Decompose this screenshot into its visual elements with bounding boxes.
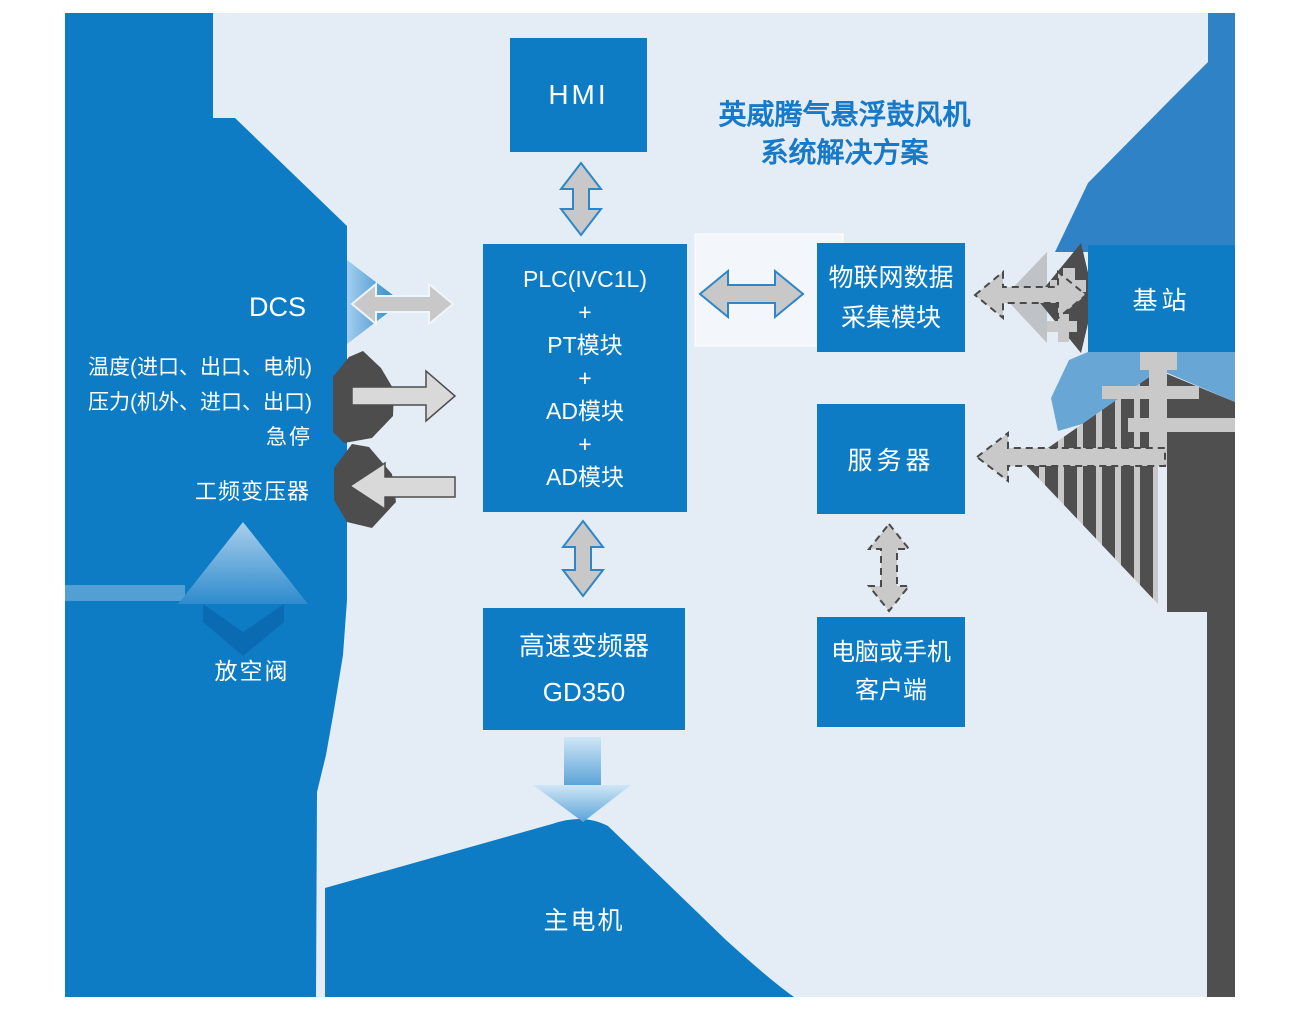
pressure-label: 压力(机外、进口、出口) <box>88 391 312 414</box>
dcs-plc-arrow-icon <box>350 281 455 327</box>
vent-flow-chevron-icon <box>203 604 284 656</box>
dcs-label: DCS <box>248 292 306 322</box>
plc-box: PLC(IVC1L) + PT模块 + AD模块 + AD模块 <box>483 244 687 512</box>
inverter-motor-arrow-icon <box>533 785 631 822</box>
tower-solid-silhouette <box>1160 371 1235 997</box>
base-station-upper-shape <box>1055 13 1235 252</box>
diagram-title: 英威腾气悬浮鼓风机 系统解决方案 <box>718 99 971 168</box>
tower-server-arrow-icon <box>975 430 1166 484</box>
transformer-label: 工频变压器 <box>194 479 310 504</box>
left-equipment-silhouette <box>65 13 347 997</box>
plc-iot-arrow-icon <box>698 268 805 320</box>
iot-base-station-arrow-icon <box>973 269 1088 321</box>
plc-inverter-arrow-icon <box>560 519 606 598</box>
hmi-box: HMI <box>510 38 647 152</box>
server-box: 服务器 <box>817 404 965 514</box>
hmi-plc-arrow-icon <box>558 161 604 237</box>
sensor-plc-arrow-icon <box>351 369 457 423</box>
tower-top-box <box>1140 350 1177 370</box>
main-motor-silhouette <box>325 818 794 997</box>
plc-transformer-arrow-icon <box>348 461 456 511</box>
main-motor-label: 主电机 <box>543 907 625 935</box>
tower-crossarm <box>1102 386 1199 399</box>
server-client-arrow-icon <box>866 522 912 613</box>
tower-pole <box>1149 356 1167 466</box>
emergency-stop-label: 急停 <box>266 426 312 449</box>
vent-flow-triangle <box>178 522 308 604</box>
vent-valve-label: 放空阀 <box>214 658 290 684</box>
base-station-box: 基站 <box>1088 245 1235 352</box>
antenna-cross-icon <box>1047 321 1077 332</box>
tower-lattice-stripes <box>1025 371 1158 604</box>
inverter-box: 高速变频器 GD350 <box>483 608 685 730</box>
vent-flow-band <box>65 585 185 601</box>
base-station-lower-shape <box>1051 352 1235 431</box>
client-box: 电脑或手机 客户端 <box>817 617 965 727</box>
iot-module-box: 物联网数据 采集模块 <box>817 243 965 352</box>
temperature-label: 温度(进口、出口、电机) <box>88 356 312 379</box>
tower-crossarm <box>1128 418 1235 432</box>
inverter-motor-arrow-shaft <box>564 737 601 786</box>
